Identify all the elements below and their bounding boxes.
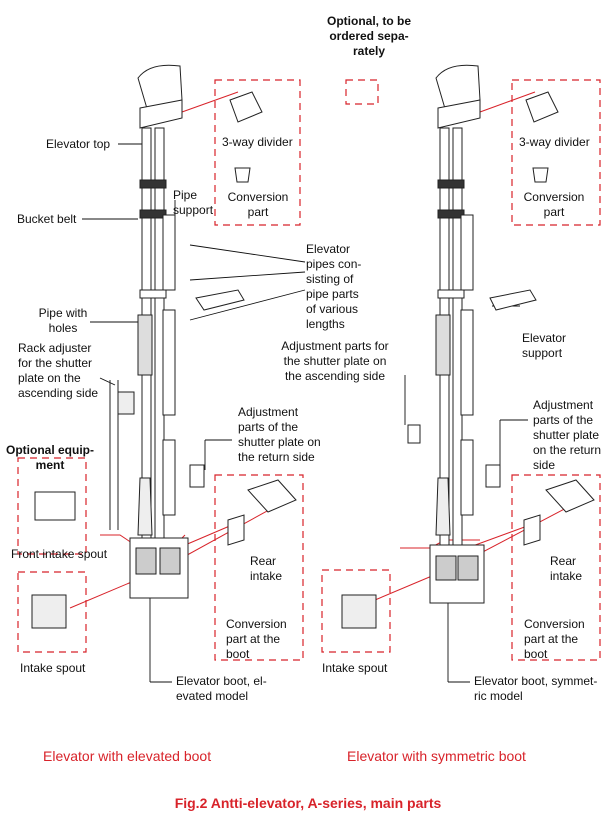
- label-intake-spout-left: Intake spout: [20, 661, 86, 675]
- right-elevator-head: [435, 64, 481, 113]
- label-front-intake-spout: Front intake spout: [11, 547, 108, 561]
- label-conversion-part-right: Conversion part: [523, 190, 585, 219]
- front-intake-spout-box: [17, 457, 87, 555]
- right-optional-divider-box: [511, 79, 601, 226]
- legend-optional-box: [345, 79, 379, 105]
- label-three-way-divider-right: 3-way divider: [519, 135, 590, 149]
- label-rack-adjuster: Rack adjuster for the shutter plate on t…: [18, 341, 99, 400]
- label-elevator-top-left: Elevator top: [46, 137, 111, 151]
- label-rear-intake-right: Rear intake: [550, 554, 583, 583]
- label-elevator-boot-left: Elevator boot, el- evated model: [176, 674, 267, 703]
- label-bucket-belt: Bucket belt: [17, 212, 77, 226]
- right-intake-spout-box: [321, 569, 391, 653]
- left-optional-divider-box: [214, 79, 301, 226]
- figure-caption: Fig.2 Antti-elevator, A-series, main par…: [174, 795, 442, 811]
- left-rear-intake-box: [214, 474, 304, 661]
- label-pipe-support: Pipe support: [173, 188, 214, 217]
- left-elevator: [31, 64, 297, 629]
- label-intake-spout-right: Intake spout: [322, 661, 388, 675]
- label-three-way-divider-left: 3-way divider: [222, 135, 293, 149]
- caption-elevated-boot: Elevator with elevated boot: [43, 748, 212, 764]
- label-conversion-boot-left: Conversion part at the boot: [226, 617, 287, 661]
- optional-note: Optional, to be ordered sepa- rately: [327, 14, 411, 58]
- label-conversion-part-left: Conversion part: [227, 190, 289, 219]
- label-elevator-support: Elevator support: [522, 331, 567, 360]
- optional-boxes: [17, 79, 601, 661]
- left-intake-spout-box: [17, 571, 87, 653]
- left-elevator-head: [137, 64, 183, 113]
- caption-symmetric-boot: Elevator with symmetric boot: [347, 748, 526, 764]
- label-adjustment-ascending: Adjustment parts for the shutter plate o…: [281, 339, 389, 383]
- label-elevator-boot-right: Elevator boot, symmet- ric model: [474, 674, 598, 703]
- label-conversion-boot-right: Conversion part at the boot: [524, 617, 585, 661]
- label-adjustment-return-right: Adjustment parts of the shutter plate on…: [533, 398, 602, 472]
- right-rear-intake-box: [511, 474, 601, 661]
- label-adjustment-return-left: Adjustment parts of the shutter plate on…: [238, 405, 321, 464]
- right-elevator: [341, 64, 595, 629]
- label-pipe-with-holes: Pipe with holes: [38, 306, 88, 335]
- label-rear-intake-left: Rear intake: [250, 554, 283, 583]
- label-elevator-pipes: Elevator pipes con- sisting of pipe part…: [306, 242, 362, 331]
- label-optional-equipment: Optional equip- ment: [6, 443, 94, 472]
